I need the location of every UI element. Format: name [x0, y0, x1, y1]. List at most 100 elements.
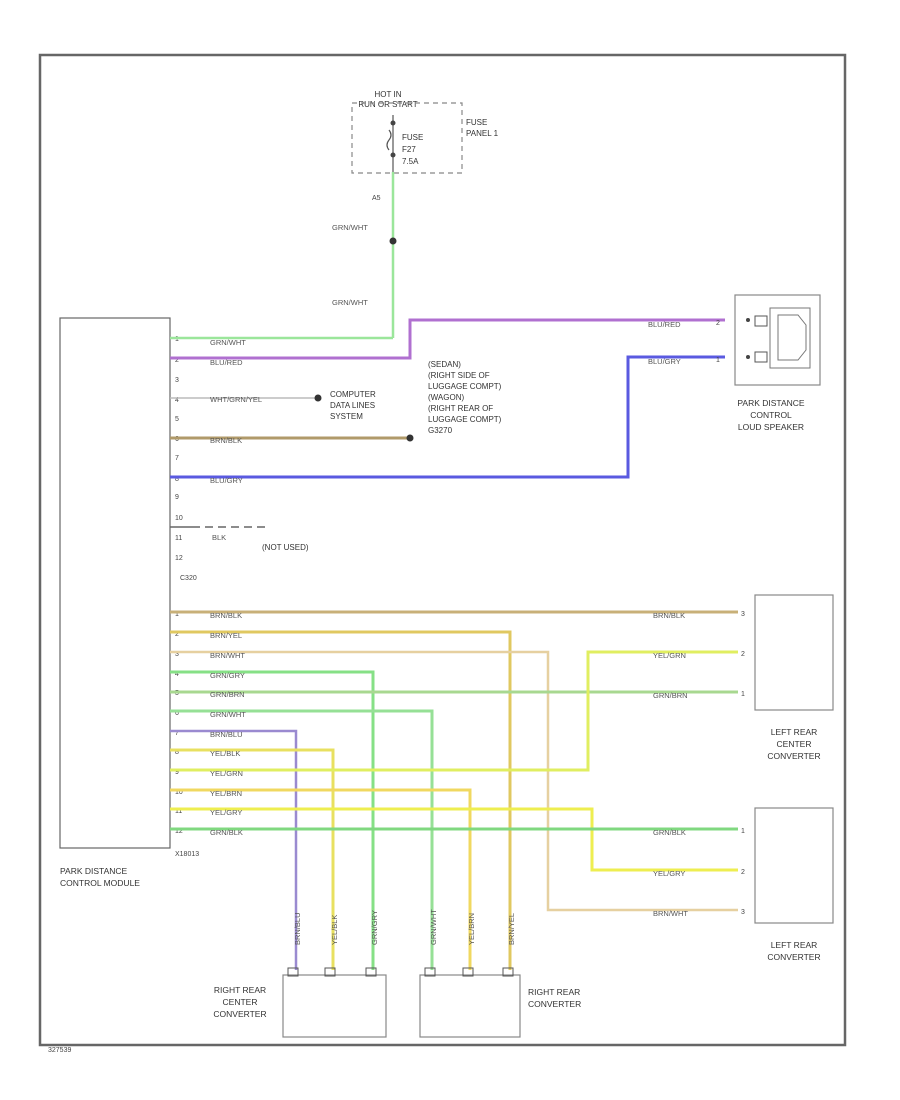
rr-name-2: CONVERTER [528, 999, 581, 1009]
lr-pin: 3 [741, 909, 745, 916]
pin: 7 [175, 730, 179, 737]
wire-label: GRN/BLK [210, 828, 243, 837]
module-connector-bottom: X18013 [175, 851, 199, 858]
pin: 4 [175, 397, 179, 404]
rrc-wire-label: GRN/GRY [370, 910, 379, 945]
lrc-pin: 1 [741, 691, 745, 698]
fuse-terminal: A5 [372, 195, 381, 202]
wire-label: WHT/GRN/YEL [210, 395, 262, 404]
rr-name-1: RIGHT REAR [528, 987, 580, 997]
hot-label-2: RUN OR START [358, 100, 417, 109]
ground-dot [406, 434, 414, 442]
lr-pin: 2 [741, 869, 745, 876]
pin: 11 [175, 535, 182, 542]
rrc-wire-label: YEL/BLK [330, 915, 339, 945]
wire-label: BRN/BLK [210, 611, 242, 620]
module-name-2: CONTROL MODULE [60, 878, 140, 888]
lr-name-2: CONVERTER [767, 952, 820, 962]
lr-wire-label: GRN/BLK [653, 828, 686, 837]
pin: 1 [175, 336, 179, 343]
ground-line: (SEDAN) [428, 360, 461, 369]
wire-label: BLK [212, 533, 226, 542]
computer-data-line-1: COMPUTER [330, 390, 376, 399]
module-connector-top: C320 [180, 575, 197, 582]
wire-label: GRN/WHT [210, 338, 246, 347]
pin: 12 [175, 555, 183, 562]
speaker-name-3: LOUD SPEAKER [738, 422, 804, 432]
ground-line: G3270 [428, 426, 453, 435]
wire-label: BRN/BLK [210, 436, 242, 445]
ground-line: (RIGHT SIDE OF [428, 371, 490, 380]
wire-label: YEL/BLK [210, 749, 240, 758]
not-used-label: (NOT USED) [262, 543, 309, 552]
module-lower-pins: 1 2 3 4 5 6 7 8 9 10 11 12 [175, 611, 183, 835]
lower-wires [170, 610, 738, 970]
lr-pin: 1 [741, 828, 745, 835]
wire-label: BLU/GRY [210, 476, 243, 485]
pin: 2 [175, 631, 179, 638]
computer-data-line-2: DATA LINES [330, 401, 375, 410]
left-rear-converter: GRN/BLK YEL/GRY BRN/WHT 1 2 3 LEFT REAR … [653, 807, 834, 962]
splice-wire-top: GRN/WHT [332, 223, 368, 232]
wire-label: BRN/WHT [210, 651, 245, 660]
wire-label: GRN/BRN [210, 690, 245, 699]
pin: 5 [175, 416, 179, 423]
pin: 8 [175, 476, 179, 483]
speaker-wire-label: BLU/RED [648, 320, 681, 329]
pin: 9 [175, 494, 179, 501]
left-rear-center-box [754, 594, 834, 711]
left-rear-box [754, 807, 834, 924]
pin: 7 [175, 455, 179, 462]
fuse-panel: HOT IN RUN OR START FUSE F27 7.5A FUSE P… [351, 90, 499, 202]
lr-wire-label: YEL/GRY [653, 869, 685, 878]
ground-line: (WAGON) [428, 393, 464, 402]
wire-label: BLU/RED [210, 358, 243, 367]
left-rear-center-converter: BRN/BLK YEL/GRN GRN/BRN 3 2 1 LEFT REAR … [653, 594, 834, 761]
data-line-dot [314, 394, 322, 402]
lrc-pin: 2 [741, 651, 745, 658]
wire-label: GRN/WHT [210, 710, 246, 719]
wire-label: BRN/BLU [210, 730, 243, 739]
module-name-1: PARK DISTANCE [60, 866, 128, 876]
ground-location: (SEDAN) (RIGHT SIDE OF LUGGAGE COMPT) (W… [428, 360, 502, 435]
fuse-id: F27 [402, 145, 416, 154]
pin: 9 [175, 769, 179, 776]
computer-data-line-3: SYSTEM [330, 412, 363, 421]
fuse-label: FUSE [402, 133, 423, 142]
rrc-name-2: CENTER [223, 997, 258, 1007]
ground-line: LUGGAGE COMPT) [428, 382, 502, 391]
diagram-frame [38, 53, 847, 1047]
wire-label: YEL/GRY [210, 808, 242, 817]
right-rear-box [419, 974, 521, 1038]
pin: 3 [175, 651, 179, 658]
upper-wires: GRN/WHT BLU/RED WHT/GRN/YEL BRN/BLK BLU/… [170, 318, 725, 552]
lrc-wire-label: YEL/GRN [653, 651, 686, 660]
pin: 12 [175, 828, 183, 835]
loud-speaker: 2 1 BLU/RED BLU/GRY PARK DISTANCE CONTRO… [648, 294, 821, 432]
speaker-pin: 2 [716, 320, 720, 327]
ground-line: LUGGAGE COMPT) [428, 415, 502, 424]
speaker-wire-label: BLU/GRY [648, 357, 681, 366]
lr-name-1: LEFT REAR [771, 940, 818, 950]
lrc-name-3: CONVERTER [767, 751, 820, 761]
lrc-wire-label: GRN/BRN [653, 691, 688, 700]
pin: 8 [175, 749, 179, 756]
pin: 2 [175, 357, 179, 364]
splice-wire-bottom: GRN/WHT [332, 298, 368, 307]
rrc-wire-label: BRN/BLU [293, 912, 302, 945]
wire-label: YEL/GRN [210, 769, 243, 778]
rr-wire-label: GRN/WHT [429, 909, 438, 945]
panel-label-1: FUSE [466, 118, 487, 127]
feed-wire: GRN/WHT GRN/WHT [332, 172, 397, 338]
pin: 11 [175, 808, 182, 815]
fuse-amp: 7.5A [402, 157, 419, 166]
lr-wire-label: BRN/WHT [653, 909, 688, 918]
rrc-name-3: CONVERTER [213, 1009, 266, 1019]
lrc-name-1: LEFT REAR [771, 727, 818, 737]
lrc-name-2: CENTER [777, 739, 812, 749]
pin: 10 [175, 789, 183, 796]
page-id: 327539 [48, 1047, 71, 1054]
module-upper-pins: 1 2 3 4 5 6 7 8 9 10 11 12 [175, 336, 183, 562]
right-rear-center-converter: BRN/BLU YEL/BLK GRN/GRY RIGHT REAR CENTE… [213, 910, 387, 1038]
